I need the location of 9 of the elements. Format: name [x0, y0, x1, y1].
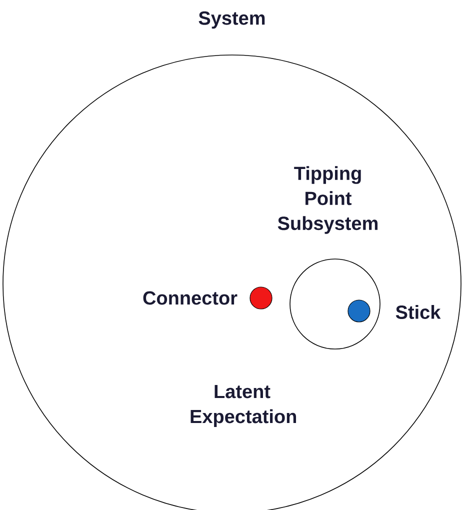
- circle: [278, 166, 380, 350]
- circle-label: Tipping Point Subsystem: [278, 166, 378, 234]
- dot-label: Stick: [396, 305, 441, 319]
- dot: [348, 300, 441, 322]
- circle-label: System: [198, 11, 265, 29]
- circle: [2, 11, 462, 510]
- circle-label: Latent Expectation: [190, 385, 296, 427]
- dot-label: Connector: [143, 291, 238, 305]
- dot: [143, 286, 272, 310]
